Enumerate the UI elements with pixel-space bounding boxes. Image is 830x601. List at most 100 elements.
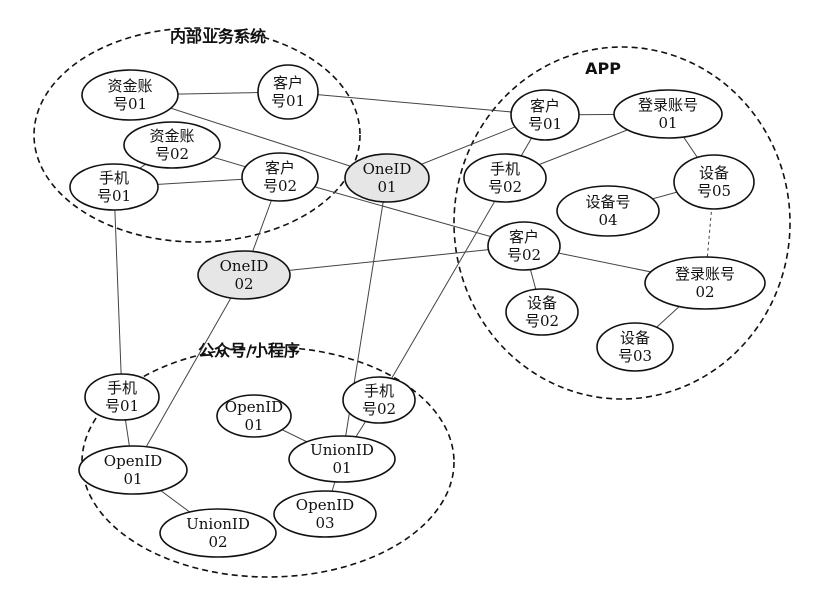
node-openid01_top-label-0: OpenID	[225, 398, 283, 416]
node-oneid02-shape	[197, 250, 291, 300]
node-openid03-shape	[273, 490, 377, 538]
node-openid01-label-0: OpenID	[104, 452, 162, 470]
node-kh02_app-shape	[487, 221, 561, 271]
node-kh02_internal-shape	[241, 152, 319, 202]
node-sj02_wechat-label-1: 号02	[362, 400, 396, 418]
group-wechat-title: 公众号/小程序	[198, 341, 300, 360]
node-kh01_app-label-1: 号01	[528, 115, 562, 133]
node-unionid02-shape	[159, 508, 277, 558]
group-internal-title: 内部业务系统	[170, 27, 266, 46]
node-sb03-label-0: 设备	[620, 329, 650, 347]
node-kh02_internal-label-1: 号02	[263, 177, 297, 195]
node-unionid01-label-1: 01	[332, 459, 351, 477]
node-openid03-label-1: 03	[315, 514, 334, 532]
group-app: APP	[453, 46, 791, 400]
node-sb02-shape	[505, 288, 579, 336]
group-app-title: APP	[585, 59, 621, 78]
node-oneid01-shape	[344, 153, 430, 203]
group-internal: 内部业务系统	[33, 27, 361, 243]
node-oneid01-label-0: OneID	[363, 160, 412, 178]
node-dlzh01-label-0: 登录账号	[638, 96, 698, 114]
node-unionid02-label-0: UnionID	[186, 515, 250, 533]
node-kh01_app-shape	[510, 89, 580, 141]
node-zjzh02-shape	[123, 121, 221, 169]
node-sj02_wechat-label-0: 手机	[364, 382, 394, 400]
node-sj02_app-shape	[463, 153, 547, 203]
node-unionid01-label-0: UnionID	[310, 441, 374, 459]
node-sj02_app-label-1: 号02	[488, 178, 522, 196]
node-sb04-label-0: 设备号	[585, 193, 630, 211]
node-openid01-label-1: 01	[123, 470, 142, 488]
node-sb03-shape	[596, 322, 674, 372]
edge-zjzh01-oneid01	[129, 94, 388, 179]
node-sb05-label-0: 设备	[699, 164, 729, 182]
node-sj02_wechat-shape	[342, 376, 416, 424]
node-zjzh01-label-1: 号01	[113, 95, 147, 113]
group-app-boundary	[453, 46, 791, 400]
node-openid01_top-label-1: 01	[244, 416, 263, 434]
node-oneid02-label-1: 02	[234, 275, 253, 293]
node-kh02_app-label-1: 号02	[507, 246, 541, 264]
nodes-layer: 资金账号01客户号01资金账号02手机号01客户号02OneID01OneID0…	[69, 64, 766, 558]
edge-sj01_internal-sj01_wechat	[113, 186, 123, 398]
node-sj01_internal-label-0: 手机	[99, 169, 129, 187]
node-zjzh01-shape	[81, 69, 179, 121]
node-sj01_internal-shape	[69, 163, 159, 211]
node-unionid01-shape	[288, 435, 396, 483]
node-zjzh02-label-0: 资金账	[149, 127, 194, 145]
node-dlzh02-shape	[644, 256, 766, 310]
node-sb02-label-1: 号02	[525, 312, 559, 330]
node-kh01_internal-shape	[257, 64, 319, 120]
node-openid01_top-shape	[216, 394, 292, 438]
node-dlzh02-label-0: 登录账号	[675, 265, 735, 283]
node-sj01_wechat-label-1: 号01	[105, 397, 139, 415]
node-sb04-label-1: 04	[598, 211, 617, 229]
node-kh01_internal-label-0: 客户	[273, 74, 303, 92]
node-openid03-label-0: OpenID	[296, 496, 354, 514]
node-oneid02-label-0: OneID	[220, 257, 269, 275]
node-kh01_internal-label-1: 号01	[271, 92, 305, 110]
node-sb05-shape	[673, 154, 755, 210]
node-sb02-label-0: 设备	[527, 294, 557, 312]
node-sj01_wechat-shape	[84, 373, 160, 421]
edge-kh01_internal-kh01_app	[287, 91, 546, 116]
group-wechat: 公众号/小程序	[81, 341, 455, 578]
node-zjzh01-label-0: 资金账	[107, 77, 152, 95]
node-zjzh02-label-1: 号02	[155, 145, 189, 163]
groups-layer: 内部业务系统 APP 公众号/小程序	[33, 27, 791, 578]
group-wechat-boundary	[81, 346, 455, 578]
node-kh02_app-label-0: 客户	[509, 228, 539, 246]
node-sb04-shape	[556, 185, 660, 237]
node-sb05-label-1: 号05	[697, 182, 731, 200]
group-internal-boundary	[33, 27, 361, 243]
node-dlzh02-label-1: 02	[695, 283, 714, 301]
node-unionid02-label-1: 02	[208, 533, 227, 551]
node-sj01_internal-label-1: 号01	[97, 187, 131, 205]
edge-oneid02-openid01	[132, 274, 245, 471]
node-sj01_wechat-label-0: 手机	[107, 379, 137, 397]
node-sj02_app-label-0: 手机	[490, 160, 520, 178]
